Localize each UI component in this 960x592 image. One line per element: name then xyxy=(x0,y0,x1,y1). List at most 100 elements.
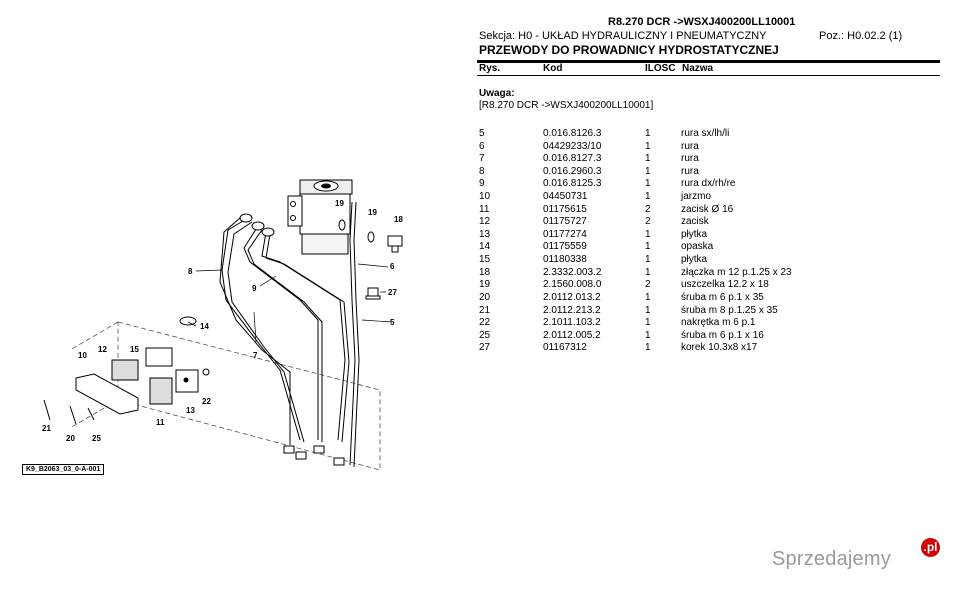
mounting-outline xyxy=(117,321,381,471)
label-11: 11 xyxy=(156,418,165,427)
cell-nazwa: opaska xyxy=(681,241,714,253)
cell-rys: 14 xyxy=(479,241,491,253)
seal-19b xyxy=(367,231,375,243)
label-21: 21 xyxy=(42,424,51,433)
label-7: 7 xyxy=(253,351,258,360)
cell-ilosc: 2 xyxy=(645,216,651,228)
steering-valve xyxy=(287,179,353,255)
cell-ilosc: 1 xyxy=(645,342,651,354)
cell-kod: 04429233/10 xyxy=(543,140,602,152)
cell-ilosc: 1 xyxy=(645,178,651,190)
plug-27 xyxy=(365,287,381,300)
cell-kod: 01175615 xyxy=(543,203,587,215)
cell-nazwa: nakrętka m 6 p.1 xyxy=(681,317,756,329)
union-18 xyxy=(387,235,403,253)
label-22: 22 xyxy=(202,397,211,406)
cell-ilosc: 1 xyxy=(645,266,651,278)
table-row: 22 2.1011.103.2 1 nakrętka m 6 p.1 xyxy=(479,317,939,330)
cell-nazwa: śruba m 8 p.1.25 x 35 xyxy=(681,304,778,316)
cell-rys: 10 xyxy=(479,191,491,203)
cell-kod: 0.016.8125.3 xyxy=(543,178,602,190)
cell-kod: 0.016.2960.3 xyxy=(543,165,602,177)
cell-kod: 04450731 xyxy=(543,191,588,203)
cell-kod: 2.1560.008.0 xyxy=(543,279,602,291)
label-13: 13 xyxy=(186,406,195,415)
pipe-fittings xyxy=(239,213,345,466)
page-subtitle: PRZEWODY DO PROWADNICY HYDROSTATYCZNEJ xyxy=(479,43,779,57)
col-header-ilosc: ILOSC xyxy=(645,63,676,74)
cell-kod: 2.3332.003.2 xyxy=(543,266,602,278)
label-27: 27 xyxy=(388,288,397,297)
cell-nazwa: rura dx/rh/re xyxy=(681,178,736,190)
cell-ilosc: 1 xyxy=(645,291,651,303)
cell-nazwa: zacisk xyxy=(681,216,709,228)
cell-rys: 6 xyxy=(479,140,485,152)
position-label: Poz.: H0.02.2 (1) xyxy=(819,30,903,42)
label-5: 5 xyxy=(390,318,395,327)
cell-nazwa: jarzmo xyxy=(681,191,712,203)
col-header-kod: Kod xyxy=(543,63,563,74)
cell-ilosc: 1 xyxy=(645,254,651,266)
cell-ilosc: 1 xyxy=(645,153,651,165)
cell-nazwa: złączka m 12 p.1.25 x 23 xyxy=(681,266,792,278)
table-row: 10 04450731 1 jarzmo xyxy=(479,191,939,204)
seal-19a xyxy=(338,219,346,231)
cell-kod: 2.1011.103.2 xyxy=(543,317,601,329)
page-title: R8.270 DCR ->WSXJ400200LL10001 xyxy=(608,16,796,28)
label-15: 15 xyxy=(130,345,139,354)
cell-nazwa: korek 10.3x8 x17 xyxy=(681,342,758,354)
cell-ilosc: 1 xyxy=(645,317,651,329)
cell-rys: 12 xyxy=(479,216,491,228)
cell-ilosc: 1 xyxy=(645,140,651,152)
note-label: Uwaga: xyxy=(479,88,515,99)
label-20: 20 xyxy=(66,434,75,443)
cell-kod: 01175727 xyxy=(543,216,587,228)
cell-ilosc: 2 xyxy=(645,203,651,215)
cell-kod: 2.0112.213.2 xyxy=(543,304,601,316)
cell-nazwa: śruba m 6 p.1 x 35 xyxy=(681,291,764,303)
table-row: 6 04429233/10 1 rura xyxy=(479,141,939,154)
cell-kod: 01175559 xyxy=(543,241,587,253)
cell-ilosc: 1 xyxy=(645,329,651,341)
cell-rys: 5 xyxy=(479,128,485,139)
cell-rys: 22 xyxy=(479,317,491,329)
cell-rys: 7 xyxy=(479,153,485,165)
band-14 xyxy=(179,316,197,326)
table-row: 12 01175727 2 zacisk xyxy=(479,216,939,229)
cell-rys: 19 xyxy=(479,279,491,291)
cell-rys: 27 xyxy=(479,342,491,354)
table-row: 14 01175559 1 opaska xyxy=(479,241,939,254)
label-6: 6 xyxy=(390,262,395,271)
col-header-rys: Rys. xyxy=(479,63,501,74)
cell-ilosc: 1 xyxy=(645,191,651,203)
cell-kod: 01167312 xyxy=(543,342,587,354)
cell-kod: 01180338 xyxy=(543,254,587,266)
clamp-assembly xyxy=(43,347,210,425)
cell-rys: 8 xyxy=(479,165,485,177)
cell-kod: 0.016.8126.3 xyxy=(543,128,602,139)
cell-ilosc: 1 xyxy=(645,128,651,139)
cell-nazwa: rura xyxy=(681,140,699,152)
cell-rys: 11 xyxy=(479,203,490,215)
cell-ilosc: 1 xyxy=(645,241,651,253)
leader-lines xyxy=(187,263,393,343)
label-25: 25 xyxy=(92,434,101,443)
note-text: [R8.270 DCR ->WSXJ400200LL10001] xyxy=(479,100,654,111)
cell-rys: 20 xyxy=(479,291,491,303)
cell-nazwa: śruba m 6 p.1 x 16 xyxy=(681,329,764,341)
pipes xyxy=(219,201,360,468)
diagram-reference: K9_B2063_03_0-A-001 xyxy=(22,464,105,475)
cell-nazwa: płytka xyxy=(681,228,708,240)
cell-nazwa: rura xyxy=(681,153,699,165)
